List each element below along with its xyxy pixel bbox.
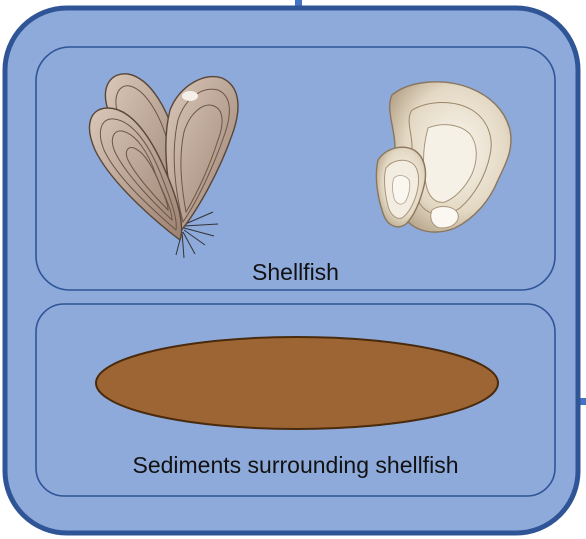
sediment-ellipse xyxy=(96,337,498,429)
sediment-label: Sediments surrounding shellfish xyxy=(36,452,555,479)
shellfish-label: Shellfish xyxy=(36,259,555,286)
